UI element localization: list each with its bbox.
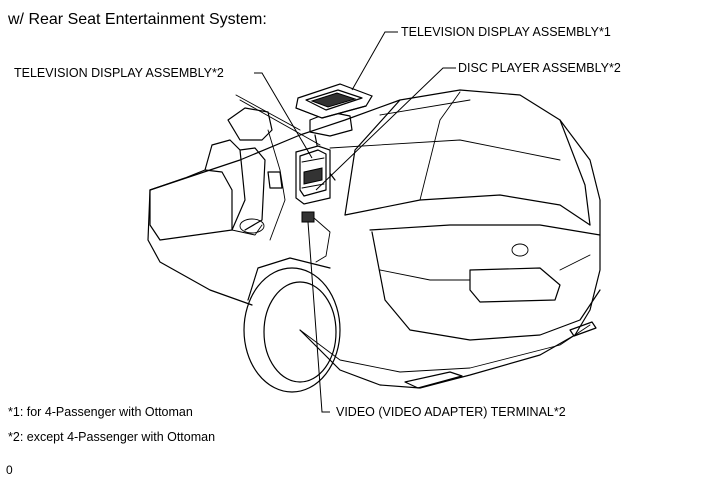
video-terminal-icon: [301, 211, 331, 263]
front-seats: [149, 107, 286, 241]
page-title: w/ Rear Seat Entertainment System:: [8, 11, 267, 28]
car-outline: [147, 89, 601, 389]
footnote-2: *2: except 4-Passenger with Ottoman: [8, 430, 216, 444]
figure-code: 0: [6, 463, 13, 477]
footnote-1: *1: for 4-Passenger with Ottoman: [8, 405, 193, 419]
console-display-2-icon: [295, 145, 331, 205]
callout-disc-player: DISC PLAYER ASSEMBLY*2: [458, 61, 621, 75]
callout-television-display-1: TELEVISION DISPLAY ASSEMBLY*1: [401, 25, 611, 39]
callout-television-display-2: TELEVISION DISPLAY ASSEMBLY*2: [14, 66, 224, 80]
leader-lines: [254, 31, 456, 413]
television-display-1-icon: [295, 83, 373, 119]
rear-wheel: [243, 257, 341, 393]
roof-lines: [235, 94, 471, 146]
callout-video-terminal: VIDEO (VIDEO ADAPTER) TERMINAL*2: [336, 405, 566, 419]
